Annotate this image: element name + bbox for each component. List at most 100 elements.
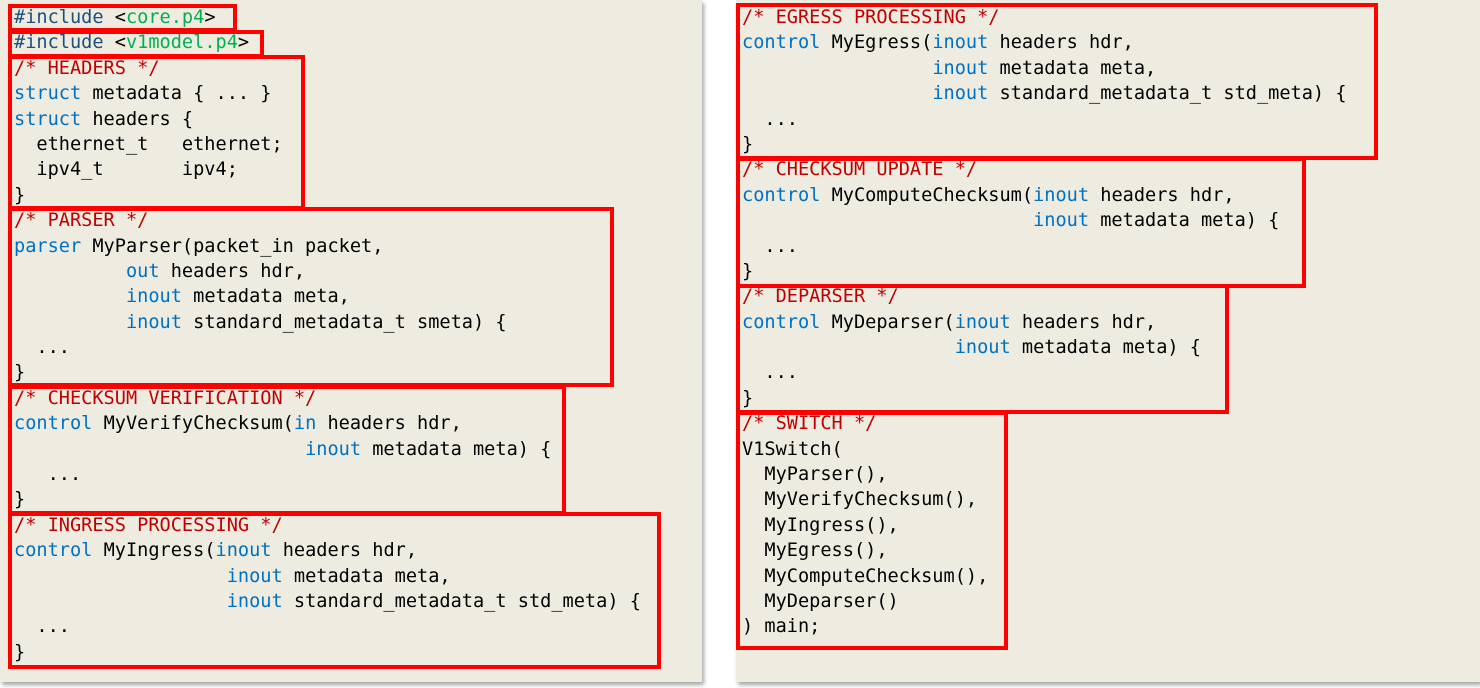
include-v1model-box xyxy=(8,30,264,58)
code-line: ) main; xyxy=(742,614,1347,639)
switch-section-box xyxy=(736,411,1008,650)
code-line: inout metadata meta) { xyxy=(742,335,1347,360)
keyword-token: control xyxy=(742,32,821,54)
code-line: ethernet_t ethernet; xyxy=(14,132,641,157)
code-token: ... xyxy=(742,362,798,384)
code-token: headers hdr, xyxy=(159,260,306,282)
code-line: /* EGRESS PROCESSING */ xyxy=(742,5,1347,30)
code-token: MyIngress( xyxy=(92,540,216,562)
include-core-box xyxy=(8,4,237,32)
comment-token: /* CHECKSUM VERIFICATION */ xyxy=(14,387,317,409)
code-token: metadata meta, xyxy=(181,286,350,308)
code-token: } xyxy=(742,133,754,155)
comment-token: /* CHECKSUM UPDATE */ xyxy=(742,159,978,181)
right-code-panel xyxy=(736,0,1480,682)
code-line: MyParser(), xyxy=(742,462,1347,487)
preprocessor-token: #include xyxy=(14,32,115,54)
code-line: } xyxy=(742,132,1347,157)
comment-token: /* PARSER */ xyxy=(14,210,149,232)
code-line: } xyxy=(742,259,1347,284)
code-token: MyParser(packet_in packet, xyxy=(81,235,384,257)
code-token: MyEgress(), xyxy=(742,540,888,562)
parser-section-box xyxy=(8,207,614,387)
code-line: MyComputeChecksum(), xyxy=(742,564,1347,589)
keyword-token: out xyxy=(125,260,160,282)
code-line: ... xyxy=(742,360,1347,385)
code-line: inout standard_metadata_t std_meta) { xyxy=(14,589,641,614)
keyword-token: inout xyxy=(1033,210,1090,232)
code-token: MyDeparser() xyxy=(742,590,899,612)
code-token: ... xyxy=(742,235,798,257)
code-token: ) main; xyxy=(742,616,821,638)
checksum-update-section-box xyxy=(736,157,1306,288)
code-token: headers hdr, xyxy=(271,540,418,562)
code-line: } xyxy=(14,183,641,208)
code-token: metadata meta, xyxy=(282,565,451,587)
left-code-panel xyxy=(0,0,702,682)
keyword-token: control xyxy=(14,413,93,435)
code-token: standard_metadata_t smeta) { xyxy=(181,311,507,333)
headers-section-box xyxy=(8,55,305,210)
comment-token: /* INGRESS PROCESSING */ xyxy=(14,514,283,536)
code-token: } xyxy=(14,362,26,384)
code-line: control MyEgress(inout headers hdr, xyxy=(742,30,1347,55)
code-line: control MyVerifyChecksum(in headers hdr, xyxy=(14,411,641,436)
code-line: control MyDeparser(inout headers hdr, xyxy=(742,310,1347,335)
code-line: MyEgress(), xyxy=(742,538,1347,563)
keyword-token: inout xyxy=(215,540,272,562)
code-token: } xyxy=(742,260,754,282)
code-line: /* CHECKSUM VERIFICATION */ xyxy=(14,386,641,411)
deparser-section-box xyxy=(736,284,1229,414)
keyword-token: inout xyxy=(932,83,989,105)
keyword-token: inout xyxy=(226,590,283,612)
code-token: V1Switch( xyxy=(742,438,843,460)
code-token: metadata { ... } xyxy=(81,83,272,105)
right-code-listing: /* EGRESS PROCESSING */control MyEgress(… xyxy=(742,5,1347,640)
keyword-token: inout xyxy=(226,565,283,587)
code-line: out headers hdr, xyxy=(14,259,641,284)
code-line: inout standard_metadata_t smeta) { xyxy=(14,310,641,335)
code-line: control MyIngress(inout headers hdr, xyxy=(14,538,641,563)
code-token: } xyxy=(14,184,26,206)
ingress-processing-section-box xyxy=(8,512,661,669)
checksum-verification-section-box xyxy=(8,385,566,515)
code-token: MyIngress(), xyxy=(742,514,899,536)
code-line: } xyxy=(14,360,641,385)
preprocessor-token: #include xyxy=(14,7,115,28)
keyword-token: control xyxy=(14,540,93,562)
code-line: MyVerifyChecksum(), xyxy=(742,487,1347,512)
code-token: headers hdr, xyxy=(316,413,462,435)
comment-token: /* SWITCH */ xyxy=(742,413,877,435)
keyword-token: control xyxy=(742,311,821,333)
keyword-token: struct xyxy=(14,108,82,130)
comment-token: /* HEADERS */ xyxy=(14,57,160,79)
code-token: MyComputeChecksum( xyxy=(820,184,1034,206)
code-line: ... xyxy=(742,234,1347,259)
code-token: ... xyxy=(14,616,70,638)
code-token: MyDeparser( xyxy=(820,311,955,333)
code-line: /* CHECKSUM UPDATE */ xyxy=(742,157,1347,182)
code-line: inout metadata meta) { xyxy=(14,437,641,462)
code-line: /* HEADERS */ xyxy=(14,56,641,81)
keyword-token: in xyxy=(293,413,317,435)
code-token: MyParser(), xyxy=(742,464,888,486)
keyword-token: inout xyxy=(932,32,989,54)
code-token: MyEgress( xyxy=(820,32,933,54)
code-line: #include <core.p4> xyxy=(14,5,641,30)
code-token: ... xyxy=(742,108,798,130)
code-token: ... xyxy=(14,337,70,359)
code-token: > xyxy=(204,7,216,28)
code-line: inout metadata meta, xyxy=(14,284,641,309)
code-token: metadata meta, xyxy=(988,57,1157,79)
string-token: core.p4 xyxy=(125,7,205,28)
code-line: ... xyxy=(14,335,641,360)
code-token: MyVerifyChecksum(), xyxy=(742,489,978,511)
code-token: ... xyxy=(14,464,82,486)
code-line: parser MyParser(packet_in packet, xyxy=(14,234,641,259)
code-line: /* DEPARSER */ xyxy=(742,284,1347,309)
code-line: } xyxy=(742,386,1347,411)
code-line: inout metadata meta, xyxy=(742,56,1347,81)
code-line: struct metadata { ... } xyxy=(14,81,641,106)
keyword-token: struct xyxy=(14,83,82,105)
code-token: standard_metadata_t std_meta) { xyxy=(282,590,641,612)
